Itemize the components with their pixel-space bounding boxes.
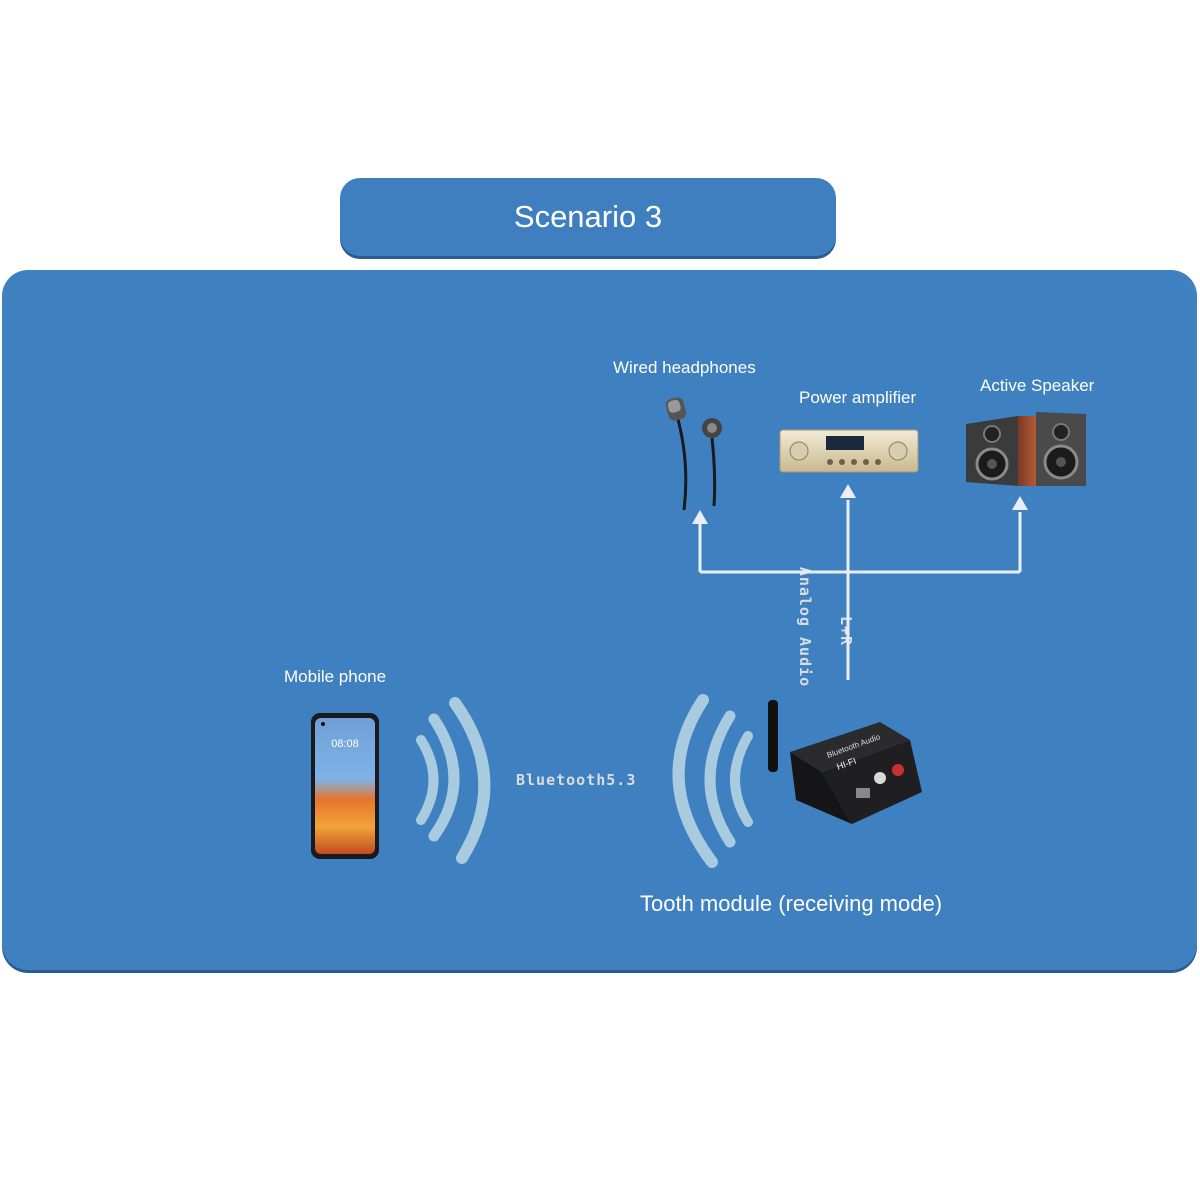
bluetooth-waves-left-icon [416, 697, 491, 864]
arrow-speaker [1012, 496, 1028, 510]
arrow-heads [692, 484, 1028, 524]
bluetooth-waves-right-icon [672, 694, 753, 868]
bluetooth-module-icon: Bluetooth Audio HI-FI [768, 700, 922, 824]
scenario-title-box: Scenario 3 [340, 178, 836, 256]
active-speaker-label: Active Speaker [980, 376, 1095, 395]
wired-headphones-label: Wired headphones [613, 358, 756, 377]
arrow-amplifier [840, 484, 856, 498]
mobile-phone-icon: 08:08 [311, 713, 379, 859]
mobile-phone-label: Mobile phone [284, 667, 387, 686]
diagram-panel [2, 270, 1197, 970]
scenario-title: Scenario 3 [513, 199, 663, 234]
bluetooth-version-label: Bluetooth5.3 [516, 771, 637, 789]
power-amplifier-icon [779, 429, 919, 473]
active-speaker-icon [966, 412, 1086, 486]
connection-lines [698, 500, 1022, 680]
tooth-module-label: Tooth module (receiving mode) [640, 891, 943, 916]
phone-clock: 08:08 [331, 738, 359, 750]
wired-headphones-icon [665, 397, 722, 511]
arrow-headphones [692, 510, 708, 524]
power-amplifier-label: Power amplifier [799, 388, 917, 407]
